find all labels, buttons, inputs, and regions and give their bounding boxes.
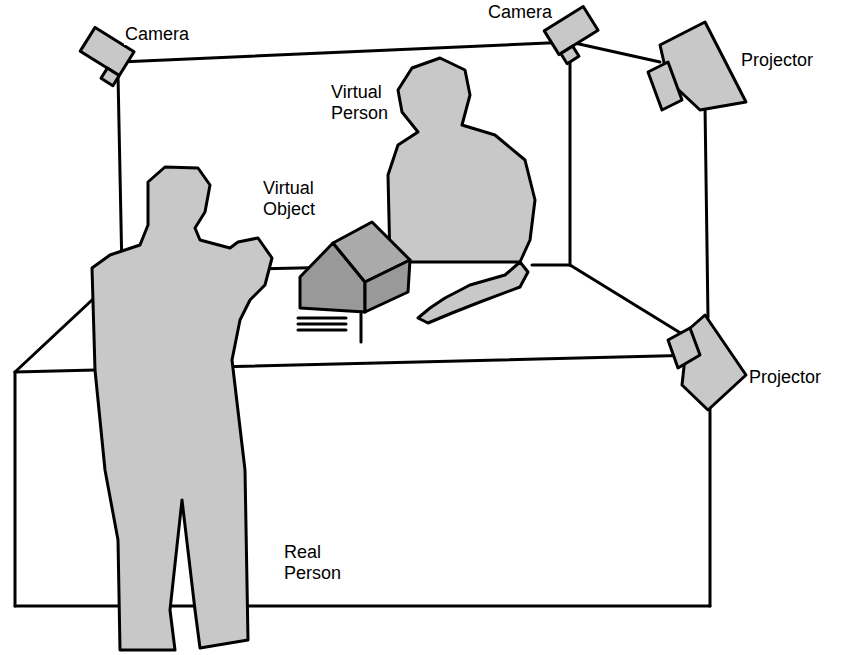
label: Projector (748, 367, 822, 388)
projector-symbol (668, 315, 746, 410)
label: Projector (740, 50, 814, 71)
virtual-person (388, 58, 535, 323)
label: Camera (487, 2, 553, 23)
label: Camera (124, 24, 190, 45)
virtual-object (298, 222, 410, 342)
label: Virtual Object (262, 178, 316, 220)
projector-symbol (648, 22, 746, 110)
label: Virtual Person (330, 82, 389, 124)
real-person (92, 167, 272, 650)
label: Real Person (283, 542, 342, 584)
camera-symbol (544, 6, 604, 64)
